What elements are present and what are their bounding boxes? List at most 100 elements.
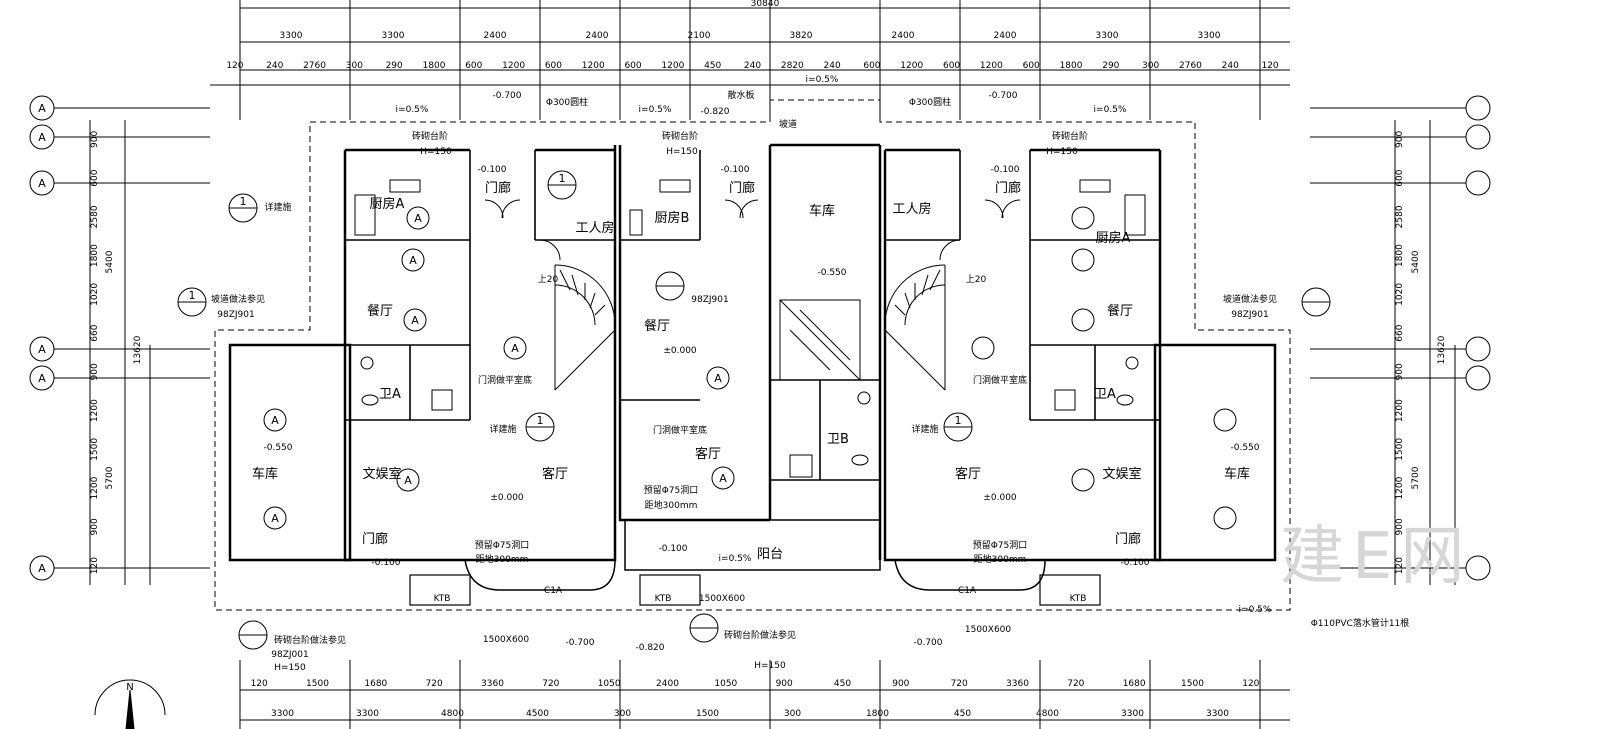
note-reserve-left: 预留Φ75洞口 (475, 539, 530, 551)
top-dim-row2-15: 240 (824, 61, 841, 71)
left-dim-5: 660 (90, 324, 100, 341)
bottom-dim-row2-9: 4800 (1036, 709, 1059, 719)
right-dim-7: 1200 (1395, 399, 1405, 422)
top-dim-row1-3: 2400 (586, 31, 609, 41)
note-pillar-right: Φ300圆柱 (909, 96, 951, 108)
left-dim-total-2: 5700 (105, 466, 115, 489)
level-10: ±0.000 (983, 493, 1017, 503)
room-dining-left: 餐厅 (367, 303, 393, 319)
room-garage-right: 车库 (1224, 466, 1250, 482)
room-rec-right: 文娱室 (1102, 466, 1141, 482)
note-reserve-right: 预留Φ75洞口 (973, 539, 1028, 551)
note-window-center: 1500X600 (699, 594, 746, 604)
top-dim-row2-9: 1200 (582, 61, 605, 71)
axis-label-a-11: A (714, 372, 722, 385)
note-door-flush-center: 门洞做平室底 (653, 424, 707, 436)
left-dim-2: 2580 (90, 205, 100, 228)
bottom-dim-row1-15: 1680 (1123, 679, 1146, 689)
level-13: -0.100 (371, 558, 400, 568)
top-dim-row2-22: 290 (1102, 61, 1119, 71)
axis-label-a-4: A (38, 343, 46, 356)
room-garage-left: 车库 (252, 466, 278, 482)
note-window-right: 1500X600 (965, 625, 1012, 635)
top-dim-row2-1: 240 (266, 61, 283, 71)
level-3: -0.700 (988, 91, 1017, 101)
bottom-dim-row1-6: 1050 (598, 679, 621, 689)
left-dim-6: 900 (90, 363, 100, 380)
top-dim-row1-1: 3300 (382, 31, 405, 41)
note-steps-ref-left: 砖砌台阶做法参见 (274, 634, 346, 646)
top-dim-row1-9: 3300 (1198, 31, 1221, 41)
note-door-flush-right: 门洞做平室底 (973, 374, 1027, 386)
top-dim-row2-23: 300 (1142, 61, 1159, 71)
note-ramp: 坡道 (779, 118, 797, 130)
level-16: -0.700 (565, 638, 594, 648)
bottom-dim-row1-1: 1500 (306, 679, 329, 689)
room-garage-center: 车库 (809, 203, 835, 219)
right-dim-6: 900 (1395, 363, 1405, 380)
top-dim-row2-13: 240 (744, 61, 761, 71)
bottom-dim-row1-8: 1050 (714, 679, 737, 689)
bottom-dim-row1-16: 1500 (1181, 679, 1204, 689)
note-ktb-center: KTB (655, 594, 672, 604)
right-dim-10: 900 (1395, 518, 1405, 535)
level-9: ±0.000 (490, 493, 524, 503)
room-kitchen-a-right: 厨房A (1096, 230, 1131, 246)
bottom-dim-row1-12: 720 (951, 679, 968, 689)
bottom-dim-row1-2: 1680 (364, 679, 387, 689)
overall-dimension: 30840 (751, 0, 780, 9)
axis-label-a-13: A (404, 474, 412, 487)
top-dim-row2-4: 290 (386, 61, 403, 71)
room-porch-br: 门廊 (1115, 531, 1141, 547)
room-bath-b: 卫B (827, 432, 849, 447)
note-up20-left: 上20 (538, 274, 559, 285)
note-height-center: 距地300mm (645, 499, 698, 511)
note-slope-3: i=0.5% (806, 75, 839, 85)
level-7: -0.550 (817, 268, 846, 278)
room-porch-tc: 门廊 (729, 180, 755, 196)
bottom-dim-row2-0: 3300 (271, 709, 294, 719)
bottom-dim-row1-11: 900 (892, 679, 909, 689)
room-worker-right: 工人房 (892, 201, 931, 217)
top-dim-row1-6: 2400 (892, 31, 915, 41)
right-dim-8: 1500 (1395, 438, 1405, 461)
level-2: -0.820 (700, 107, 729, 117)
bottom-dim-row1-17: 120 (1242, 679, 1259, 689)
axis-label-a-6: A (38, 562, 46, 575)
bottom-dim-row2-10: 3300 (1121, 709, 1144, 719)
note-steps-center: 砖砌台阶 (662, 130, 698, 142)
left-dim-8: 1500 (90, 438, 100, 461)
note-h150-bottom-left: H=150 (274, 663, 306, 673)
top-dim-row2-12: 450 (704, 61, 721, 71)
left-dim-0: 900 (90, 131, 100, 148)
room-balcony: 阳台 (757, 547, 783, 562)
room-living-center: 客厅 (695, 446, 721, 462)
bottom-dim-row2-8: 450 (954, 709, 971, 719)
note-c1a-right: C1A (958, 586, 977, 596)
top-dim-row2-0: 120 (226, 61, 243, 71)
note-detail-center: 详建施 (489, 423, 516, 435)
note-detail-right: 详建施 (911, 423, 938, 435)
note-height-right: 距地300mm (974, 553, 1027, 565)
bottom-dim-row2-11: 3300 (1206, 709, 1229, 719)
note-std-right: 98ZJ901 (1231, 310, 1268, 320)
top-dim-row1-5: 3820 (790, 31, 813, 41)
note-ktb-left: KTB (434, 594, 451, 604)
ref-label-4: 1 (955, 414, 962, 427)
top-dim-row2-16: 600 (863, 61, 880, 71)
room-dining-center: 餐厅 (644, 318, 670, 334)
note-window-left: 1500X600 (483, 635, 530, 645)
note-h150-bottom-center: H=150 (754, 661, 786, 671)
note-slope-1: i=0.5% (396, 105, 429, 115)
note-height-left: 距地300mm (476, 553, 529, 565)
bottom-dim-row1-9: 900 (776, 679, 793, 689)
room-porch-tr: 门廊 (995, 180, 1021, 196)
note-steps-left: 砖砌台阶 (412, 130, 448, 142)
room-kitchen-b: 厨房B (655, 210, 690, 226)
level-4: -0.100 (477, 165, 506, 175)
room-porch-tl: 门廊 (485, 180, 511, 196)
room-dining-right: 餐厅 (1107, 303, 1133, 319)
left-dim-7: 1200 (90, 399, 100, 422)
right-dim-total-1: 5400 (1411, 250, 1421, 273)
note-pillar-left: Φ300圆柱 (546, 96, 588, 108)
